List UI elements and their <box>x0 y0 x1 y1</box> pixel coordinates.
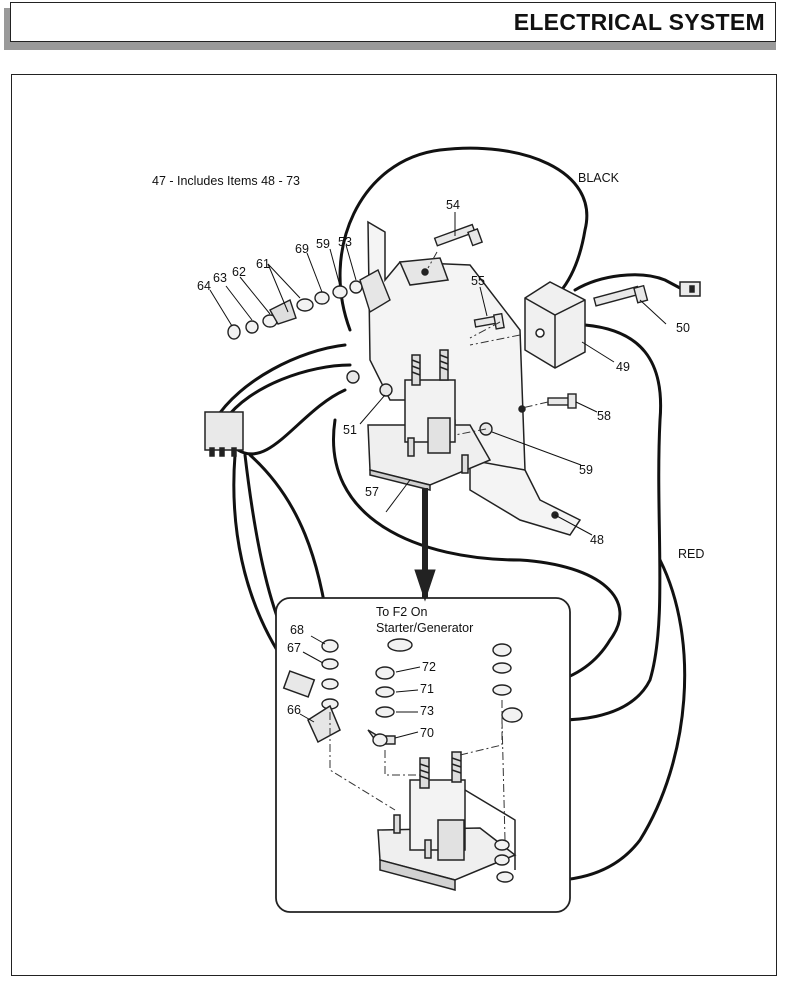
lockwasher-73 <box>375 706 395 718</box>
callout-62: 62 <box>232 265 246 279</box>
harness-plug <box>204 411 244 457</box>
callout-64: 64 <box>197 279 211 293</box>
harness-wire-3 <box>236 388 347 456</box>
nut-51b <box>346 370 360 384</box>
terminal-61 <box>269 299 297 325</box>
inset-note-line2: Starter/Generator <box>376 621 473 635</box>
harness-wire-1 <box>213 343 347 422</box>
screw-55 <box>473 312 505 330</box>
callout-71: 71 <box>420 682 434 696</box>
labels: 47 - Includes Items 48 - 73 BLACK RED To… <box>152 171 704 740</box>
main-assembly-lines <box>427 251 549 436</box>
diagram-frame <box>11 74 777 976</box>
mounting-bracket <box>367 220 582 536</box>
inset-note-line1: To F2 On <box>376 605 427 619</box>
callout-57: 57 <box>365 485 379 499</box>
washer-71 <box>375 686 395 698</box>
f2-ring-terminal <box>387 638 413 652</box>
screw-58 <box>547 393 577 409</box>
callout-51: 51 <box>343 423 357 437</box>
black-wire <box>338 146 589 332</box>
callout-54: 54 <box>446 198 460 212</box>
callout-70: 70 <box>420 726 434 740</box>
assembly-lines <box>329 700 506 841</box>
callout-59-right: 59 <box>579 463 593 477</box>
label-red: RED <box>678 547 704 561</box>
header-bar: ELECTRICAL SYSTEM <box>10 2 776 42</box>
nut-68 <box>321 639 339 653</box>
left-hardware-stack <box>227 269 391 340</box>
fasteners <box>346 223 649 436</box>
wire-connector-50 <box>679 281 701 297</box>
bolt-54 <box>433 223 484 247</box>
resistor-lead-wire <box>573 273 682 292</box>
callout-55: 55 <box>471 274 485 288</box>
washer-59 <box>332 285 348 299</box>
detail-inset <box>275 488 571 913</box>
callout-69: 69 <box>295 242 309 256</box>
callout-61: 61 <box>256 257 270 271</box>
harness-wire-2 <box>223 363 352 422</box>
washer-61 <box>296 298 314 312</box>
page-title: ELECTRICAL SYSTEM <box>513 9 765 35</box>
callout-53: 53 <box>338 235 352 249</box>
callout-49: 49 <box>616 360 630 374</box>
callout-66: 66 <box>287 703 301 717</box>
inset-hardware <box>321 638 523 883</box>
lockwasher-67 <box>321 658 339 670</box>
bolt-50 <box>593 284 649 307</box>
callout-59-left: 59 <box>316 237 330 251</box>
leader-lines <box>209 212 667 739</box>
lockwasher-63 <box>245 320 259 334</box>
nut-72 <box>375 666 395 680</box>
caption: 47 - Includes Items 48 - 73 <box>152 174 300 188</box>
nut-51 <box>379 383 393 397</box>
red-wire <box>518 323 663 722</box>
callout-58: 58 <box>597 409 611 423</box>
callout-63: 63 <box>213 271 227 285</box>
callout-48: 48 <box>590 533 604 547</box>
callout-73: 73 <box>420 704 434 718</box>
callout-67: 67 <box>287 641 301 655</box>
solenoid <box>367 349 492 491</box>
washer-69 <box>314 291 330 305</box>
inset-connector-66 <box>282 670 341 744</box>
label-black: BLACK <box>578 171 620 185</box>
resistor-block <box>524 281 586 369</box>
inset-solenoid <box>377 751 517 891</box>
callout-68: 68 <box>290 623 304 637</box>
nut-64 <box>227 324 241 340</box>
callout-72: 72 <box>422 660 436 674</box>
harness-wire-4 <box>232 453 292 672</box>
callout-50: 50 <box>676 321 690 335</box>
